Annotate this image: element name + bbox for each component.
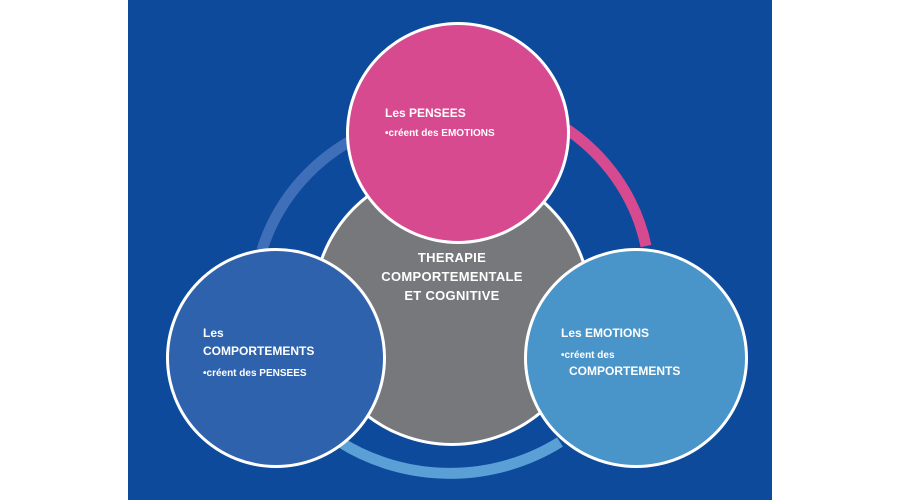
pensees-circle: Les PENSEES •créent des EMOTIONS (346, 22, 570, 244)
pensees-title: Les PENSEES (385, 106, 466, 120)
emotions-title: Les EMOTIONS (561, 326, 650, 340)
center-title-line2: COMPORTEMENTALE (381, 268, 523, 284)
emotions-circle: Les EMOTIONS •créent des COMPORTEMENTS (524, 248, 748, 468)
comportements-title-line1: Les (203, 326, 224, 340)
center-title-line1: THERAPIE (417, 249, 487, 265)
comportements-circle: Les COMPORTEMENTS •créent des PENSEES (166, 248, 386, 468)
ring-arc-pink (559, 121, 652, 248)
emotions-bullet-line2: COMPORTEMENTS (569, 364, 681, 378)
pensees-bullet: •créent des EMOTIONS (385, 128, 495, 139)
center-title-line3: ET COGNITIVE (404, 287, 500, 303)
comportements-bullet: •créent des PENSEES (203, 368, 307, 379)
emotions-bullet-line1: •créent des (561, 350, 615, 361)
ring-arc-left (256, 135, 355, 252)
comportements-title-line2: COMPORTEMENTS (203, 344, 315, 358)
ring-arc-bottom (337, 437, 563, 479)
